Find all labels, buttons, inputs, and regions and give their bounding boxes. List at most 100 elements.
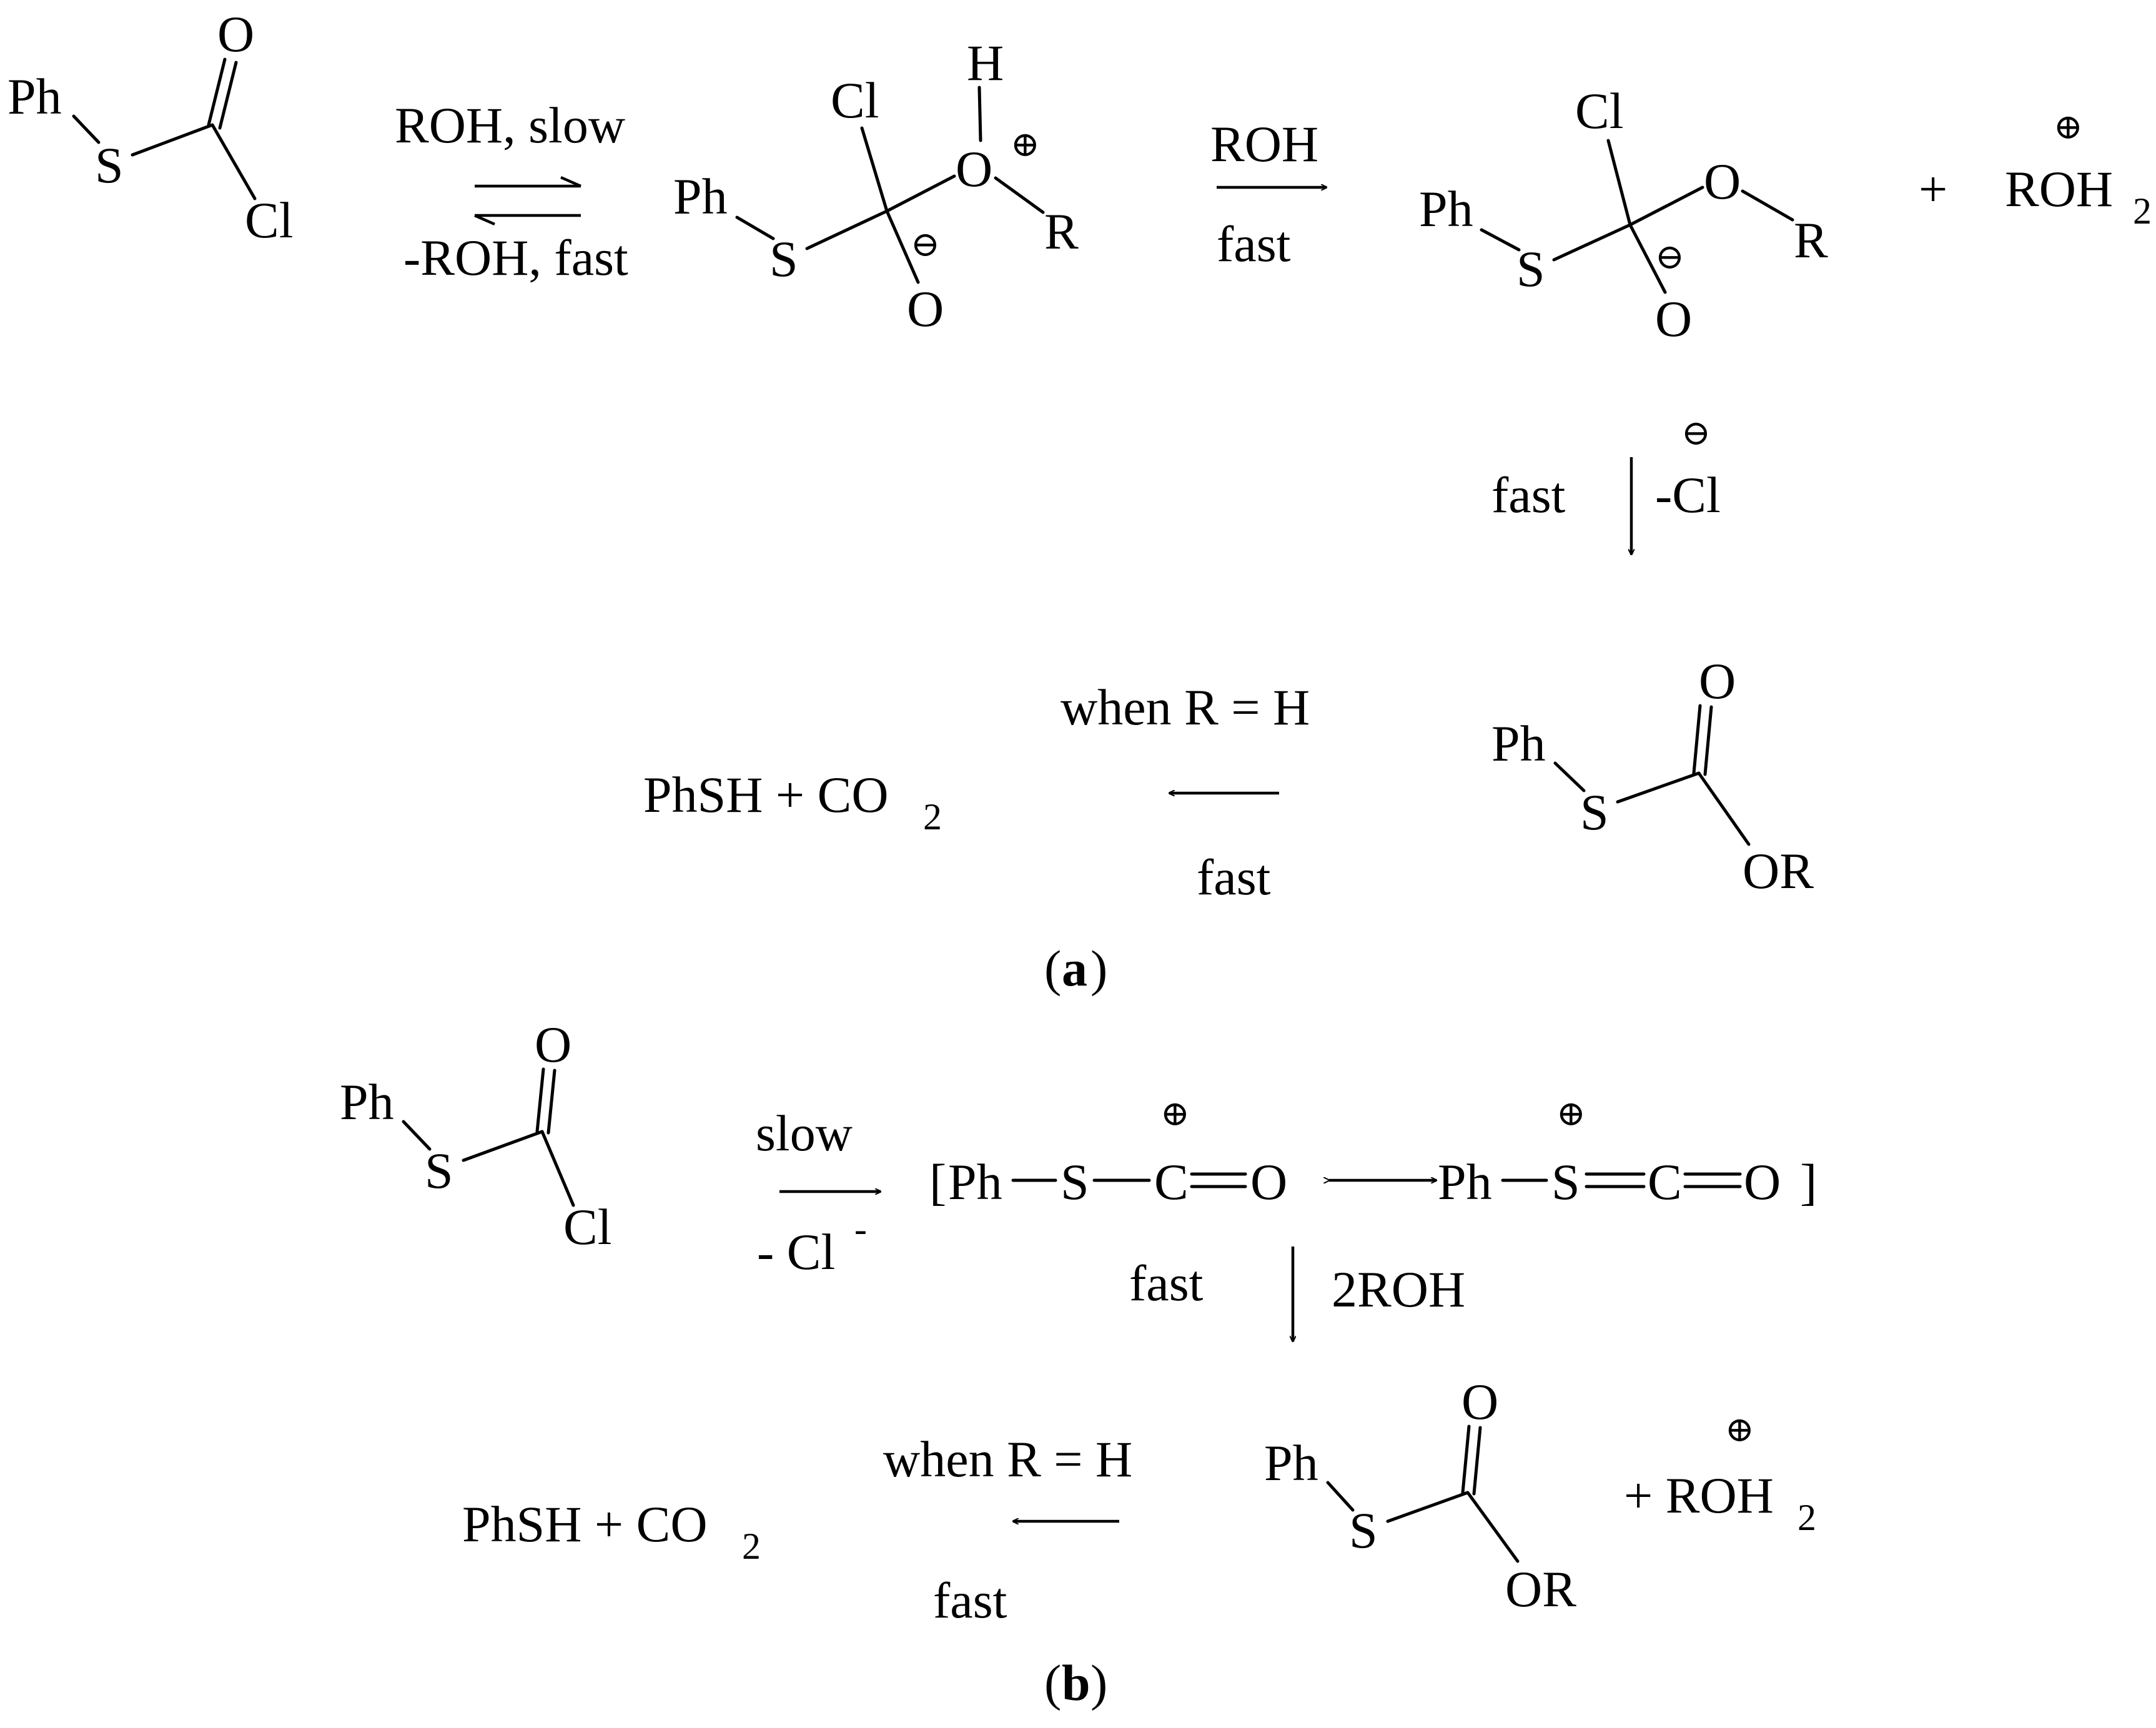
final-products-subscript: 2 [742, 1526, 761, 1567]
hydronium-roh2-a: ⊕ ROH 2 [2005, 108, 2152, 232]
scheme-b: Ph S O Cl slow - Cl - [ Ph S ⊕ C O [340, 1016, 1817, 1711]
bond-c-o-double-2 [218, 61, 238, 130]
bond-c-o-double-1 [207, 57, 227, 127]
roh2-charge: ⊕ [2054, 108, 2083, 147]
step-b3-bottom-label: fast [933, 1572, 1007, 1629]
or-group: OR [1505, 1561, 1576, 1617]
ph-label: Ph [1264, 1434, 1318, 1491]
step-b3-top-label: when R = H [883, 1431, 1132, 1488]
roh2-subscript: 2 [1797, 1497, 1816, 1538]
intermediate-a1-tetrahedral: Ph S Cl H O ⊕ R ⊖ O [673, 34, 1079, 337]
step-a4-top-label: when R = H [1061, 679, 1310, 736]
o-atom: O [535, 1016, 571, 1073]
panel-label-a: ( a ) [1044, 940, 1107, 997]
step-b1-bottom-label: - Cl [757, 1223, 835, 1280]
forward-arrow-half-head [560, 175, 581, 188]
c2-atom: C [1648, 1153, 1682, 1210]
panel-label-open: ( [1044, 940, 1061, 997]
product-a-thiocarbonate: Ph S O OR [1491, 653, 1814, 899]
o-atom: O [1699, 653, 1736, 709]
bond-c-o-double-2 [1472, 1426, 1482, 1496]
bond-ph-s [1553, 761, 1586, 792]
bond-c-or [1466, 1491, 1520, 1563]
r-group: R [1044, 203, 1079, 260]
bond-c-o [1628, 185, 1704, 227]
roh2-label: + ROH [1624, 1467, 1774, 1524]
reactant-b-thiochloroformate: Ph S O Cl [340, 1016, 611, 1255]
panel-label-close: ) [1090, 1654, 1107, 1711]
minus-charge: ⊖ [1655, 238, 1684, 277]
bond-o-r [1741, 189, 1794, 222]
step-a3-left-label: fast [1491, 467, 1566, 523]
bond-s-c [1386, 1491, 1470, 1523]
step-a1-equilibrium: ROH, slow -ROH, fast [395, 97, 628, 286]
minus-charge: ⊖ [911, 225, 940, 264]
final-products-label: PhSH + CO [462, 1496, 708, 1553]
panel-label-open: ( [1044, 1654, 1061, 1711]
step-a4-bottom-label: fast [1197, 849, 1271, 906]
bond-s-c [805, 209, 889, 250]
bond-c-cl [210, 123, 257, 200]
bond-c-o [885, 174, 956, 213]
c1-atom: C [1154, 1153, 1189, 1210]
step-a2-top-label: ROH [1210, 116, 1318, 172]
step-b1-top-label: slow [756, 1105, 853, 1162]
final-products-subscript: 2 [923, 796, 942, 837]
panel-label-letter: b [1062, 1654, 1090, 1711]
reverse-arrow-half-head [474, 214, 495, 226]
bond-c-o-double-1 [1461, 1424, 1471, 1494]
bond-ph-s [72, 114, 101, 144]
step-b2: fast 2ROH [1129, 1247, 1465, 1341]
s-atom: S [1580, 784, 1609, 841]
bracket-open: [ [929, 1153, 946, 1210]
acylium-resonance: [ Ph S ⊕ C O Ph ⊕ S C O ] [929, 1095, 1817, 1210]
o2-atom: O [1744, 1153, 1781, 1210]
ph-label: Ph [673, 168, 728, 225]
ph2-label: Ph [1438, 1153, 1492, 1210]
s-atom: S [1516, 240, 1545, 297]
bond-ph-s [1480, 228, 1521, 252]
cl-atom: Cl [245, 192, 293, 249]
step-a1-top-label: ROH, slow [395, 97, 625, 154]
bond-s-c [1552, 223, 1632, 262]
s-atom: S [769, 230, 798, 287]
step-a2: ROH fast [1210, 116, 1327, 272]
final-products-label: PhSH + CO [643, 766, 889, 823]
bond-c-o-double-1 [535, 1067, 545, 1133]
bond-c-cl [540, 1130, 575, 1207]
or-group: OR [1743, 842, 1814, 899]
step-b2-left-label: fast [1129, 1255, 1204, 1311]
roh2-subscript: 2 [2133, 190, 2152, 232]
bond-o-h [977, 86, 982, 142]
step-a1-bottom-label: -ROH, fast [403, 229, 628, 286]
ph-label: Ph [1491, 715, 1546, 772]
final-products-b: PhSH + CO 2 [462, 1496, 761, 1567]
o-atom: O [1461, 1373, 1498, 1430]
plus1-charge: ⊕ [1160, 1095, 1190, 1133]
ph-label: Ph [1419, 180, 1473, 237]
bond-s-c [131, 123, 214, 157]
bond-ph-s [402, 1120, 432, 1151]
s-atom: S [1349, 1502, 1378, 1559]
step-b2-right-label: 2ROH [1332, 1261, 1465, 1318]
hydronium-roh2-b: ⊕ + ROH 2 [1624, 1411, 1816, 1538]
bond-c-o-double-1 [1692, 704, 1702, 775]
step-b1: slow - Cl - [756, 1105, 881, 1280]
o-minus-atom: O [907, 280, 944, 337]
step-a3-chloride-loss: fast ⊖ -Cl [1491, 414, 1721, 555]
o1-atom: O [1250, 1153, 1287, 1210]
step-a3-right-label: -Cl [1655, 467, 1721, 523]
cl-atom: Cl [1575, 82, 1623, 139]
step-a3-charge: ⊖ [1681, 414, 1711, 453]
bond-c-ominus [885, 209, 920, 284]
plus-sign: + [1919, 160, 1947, 217]
o-atom: O [1704, 153, 1741, 210]
bond-c-cl [860, 126, 889, 213]
bond-c-cl [1606, 139, 1632, 227]
roh2-label: ROH [2005, 160, 2113, 217]
ph1-label: Ph [948, 1153, 1002, 1210]
o-minus-atom: O [1655, 290, 1692, 347]
step-a2-bottom-label: fast [1217, 215, 1291, 272]
reactant-a-thiochloroformate: Ph S O Cl [7, 6, 293, 249]
plus-charge: ⊕ [1011, 126, 1040, 164]
